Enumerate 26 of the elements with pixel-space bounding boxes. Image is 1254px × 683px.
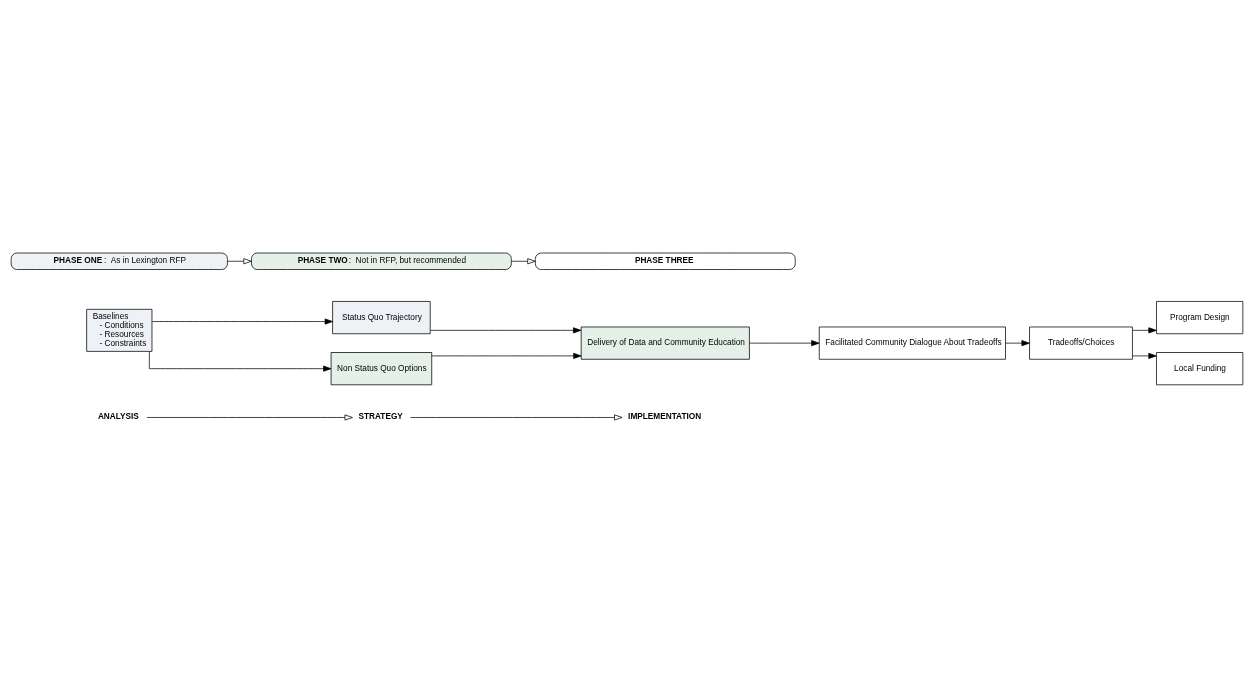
arrow <box>146 413 353 420</box>
node-text: STRATEGY <box>358 411 403 421</box>
arrow <box>1005 339 1030 346</box>
arrow <box>151 318 333 325</box>
node-box: Non Status Quo Options <box>330 351 433 385</box>
node-box: Program Design <box>1156 300 1244 334</box>
node-box: PHASE TWO: Not in RFP, but recommended <box>251 252 512 270</box>
arrow <box>511 257 536 264</box>
node-box: PHASE THREE <box>535 252 796 270</box>
node-box: Status Quo Trajectory <box>332 300 431 334</box>
node-box: Baselines - Conditions - Resources - Constraints <box>86 308 153 352</box>
node-box: Local Funding <box>1156 351 1244 385</box>
arrow <box>749 339 820 346</box>
node-box: PHASE ONE: As in Lexington RFP <box>10 252 228 270</box>
node-box: Delivery of Data and Community Education <box>580 326 750 360</box>
node-box: Tradeoffs/Choices <box>1029 326 1133 360</box>
node-box: Facilitated Community Dialogue About Tradeoffs <box>818 326 1006 360</box>
node-text: IMPLEMENTATION <box>628 411 702 421</box>
arrow <box>227 257 252 264</box>
arrow <box>410 413 623 420</box>
arrow <box>431 352 582 359</box>
arrow <box>430 326 582 333</box>
node-text: ANALYSIS <box>97 411 139 421</box>
arrow <box>1132 326 1157 333</box>
arrow <box>148 350 332 372</box>
arrow <box>1132 352 1157 359</box>
